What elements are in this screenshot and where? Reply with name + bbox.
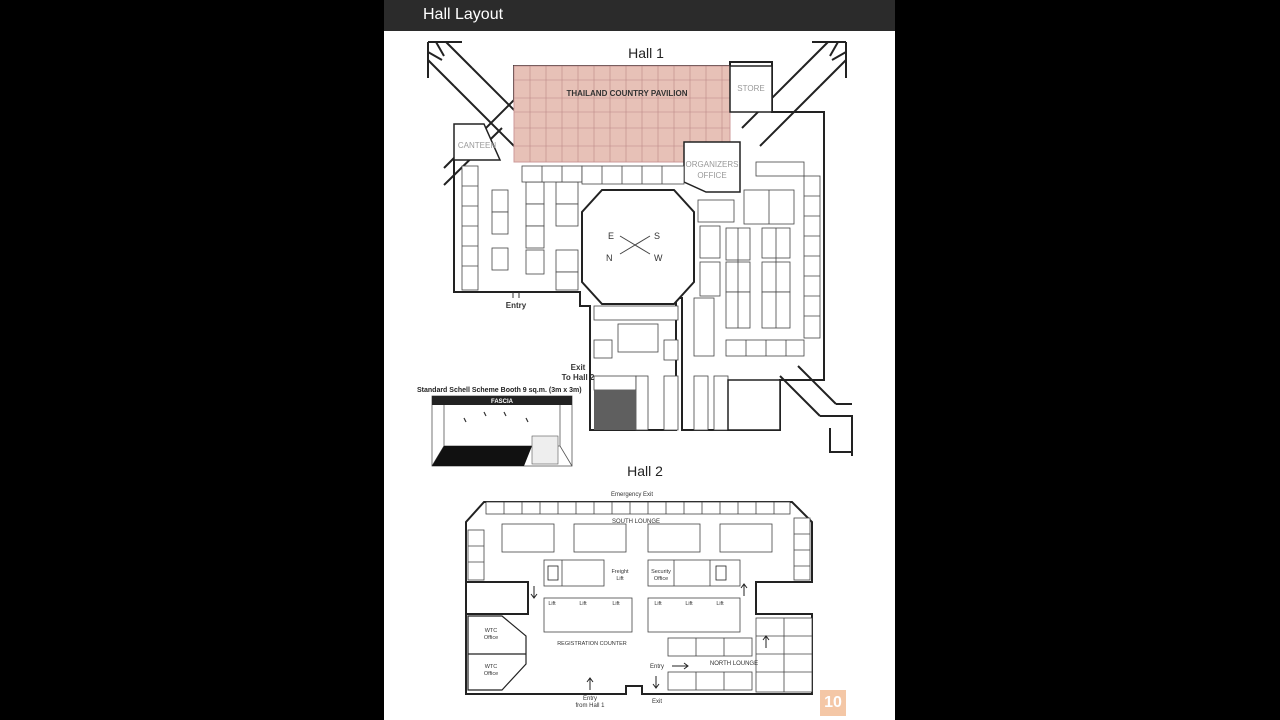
north-lounge-booths xyxy=(667,637,753,691)
hall1-exit-label-1: Exit xyxy=(571,363,586,372)
store-label: STORE xyxy=(737,84,764,93)
south-booth-blocks xyxy=(593,305,729,431)
emergency-exit-label: Emergency Exit xyxy=(611,492,653,498)
wtc-office-2-label-2: Office xyxy=(484,671,498,677)
hall1-exit-label-2: To Hall 2 xyxy=(562,373,595,382)
wtc-office-rooms xyxy=(467,615,527,691)
south-booth-dividers xyxy=(503,502,775,514)
freight-lift-label-1: Freight xyxy=(611,569,629,575)
page-title: Hall Layout xyxy=(423,6,504,23)
compass-s: S xyxy=(654,231,660,241)
security-office-label-2: Office xyxy=(654,576,668,582)
hall1-title: Hall 1 xyxy=(628,45,664,61)
hall2-entry-label: Entry xyxy=(650,664,664,670)
canteen-room xyxy=(453,123,502,161)
page-number-badge: 10 xyxy=(820,690,846,716)
security-office-label-1: Security xyxy=(651,569,671,575)
floor-plan-page: Hall Layout Hall 1 THAILAND COUNTRY PAVI… xyxy=(384,0,895,720)
store-room xyxy=(729,65,773,113)
side-booth-dividers xyxy=(468,533,812,692)
north-lounge-dividers xyxy=(695,638,725,690)
lift-label-4: Lift xyxy=(654,601,662,607)
lift-label-2: Lift xyxy=(579,601,587,607)
hall2-flow-arrows xyxy=(530,583,770,690)
lift-label-5: Lift xyxy=(685,601,693,607)
south-lounge-label: SOUTH LOUNGE xyxy=(612,519,660,525)
west-booth-dividers xyxy=(462,166,663,267)
entry-arrows xyxy=(512,292,520,298)
compass-n: N xyxy=(606,253,613,263)
pavilion-label: THAILAND COUNTRY PAVILION xyxy=(566,89,687,98)
east-booth-dividers xyxy=(737,190,820,356)
entry-from-hall1-label-1: Entry xyxy=(583,696,597,702)
pavilion-booth-grid xyxy=(514,66,730,162)
organizers-label-1: ORGANIZERS xyxy=(686,160,739,169)
freight-lift-label-2: Lift xyxy=(616,576,624,582)
hall-layout-drawing: Hall 1 THAILAND COUNTRY PAVILION STORE C… xyxy=(417,41,853,709)
lift-label-6: Lift xyxy=(716,601,724,607)
south-lounge-booths xyxy=(501,523,773,553)
canteen-label: CANTEEN xyxy=(458,141,496,150)
hall2-exit-label: Exit xyxy=(652,699,662,705)
compass-e: E xyxy=(608,231,614,241)
hall2-title: Hall 2 xyxy=(627,463,663,479)
compass-w: W xyxy=(654,253,663,263)
south-booth-strip xyxy=(485,501,791,515)
fascia-label: FASCIA xyxy=(491,399,514,405)
shell-scheme-booth-illustration xyxy=(431,395,573,467)
lift-label-3: Lift xyxy=(612,601,620,607)
title-bar: Hall Layout xyxy=(384,0,895,31)
lift-label-1: Lift xyxy=(548,601,556,607)
organizers-label-2: OFFICE xyxy=(697,171,726,180)
west-booth-blocks xyxy=(461,165,685,291)
hall1-entry-label: Entry xyxy=(506,301,527,310)
entry-from-hall1-label-2: from Hall 1 xyxy=(575,703,605,709)
hall2-outline xyxy=(465,501,813,695)
shell-scheme-caption: Standard Schell Scheme Booth 9 sq.m. (3m… xyxy=(417,387,582,394)
wtc-office-1-label-1: WTC xyxy=(485,628,498,634)
restroom-icon-left xyxy=(547,565,559,581)
south-east-room xyxy=(727,379,781,431)
service-dividers xyxy=(561,560,711,586)
restroom-icon-right xyxy=(715,565,727,581)
north-lounge-label: NORTH LOUNGE xyxy=(710,661,758,667)
service-blocks xyxy=(543,559,741,633)
registration-counter-label: REGISTRATION COUNTER xyxy=(557,641,627,647)
compass-cross xyxy=(619,235,651,255)
dark-booth-block xyxy=(594,390,636,430)
wtc-office-2-label-1: WTC xyxy=(485,664,498,670)
wtc-office-1-label-2: Office xyxy=(484,635,498,641)
